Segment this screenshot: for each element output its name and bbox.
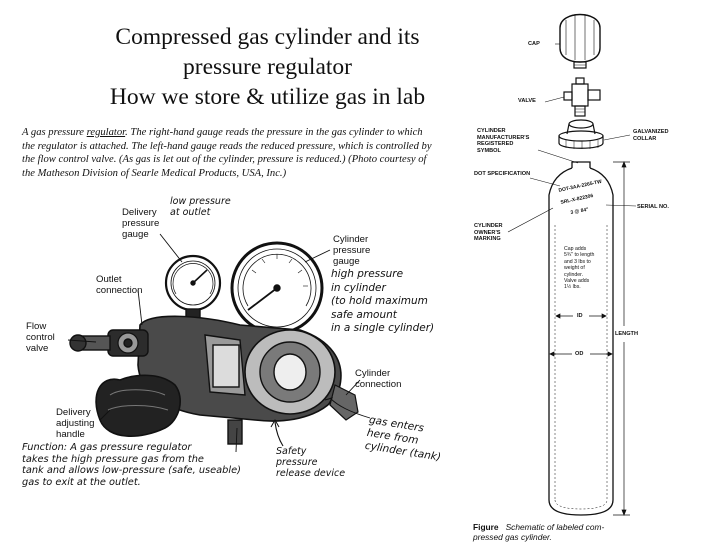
label-outer-diameter: OD <box>575 351 584 357</box>
label-flow-control-valve: Flow control valve <box>26 321 55 354</box>
handwritten-low-pressure: low pressure at outlet <box>170 196 231 218</box>
label-inner-diameter: ID <box>577 313 583 319</box>
regulator-illustration <box>67 233 371 453</box>
gas-cylinder-schematic <box>507 13 637 516</box>
label-outlet-connection: Outlet connection <box>96 274 143 296</box>
caption-body: . The right-hand gauge reads the pressur… <box>22 127 432 179</box>
regulator-pointer-lines <box>67 233 371 453</box>
title-line-1: Compressed gas cylinder and its <box>115 24 420 50</box>
handwritten-high-pressure: high pressure in cylinder (to hold maxim… <box>331 268 435 334</box>
regulator-caption: A gas pressure regulator. The right-hand… <box>22 126 432 180</box>
figure-caption: Figure Schematic of labeled com- pressed… <box>473 522 605 542</box>
label-dot-specification: DOT SPECIFICATION <box>474 171 531 177</box>
length-dimension <box>613 161 630 516</box>
figure-caption-label: Figure <box>473 522 499 532</box>
label-valve: VALVE <box>518 98 536 104</box>
label-delivery-adjusting-handle: Delivery adjusting handle <box>56 407 95 440</box>
diameter-dimensions <box>549 313 613 357</box>
caption-underlined-term: regulator <box>86 127 126 138</box>
label-manufacturer-symbol: CYLINDER MANUFACTURER'S REGISTERED SYMBO… <box>477 128 530 154</box>
label-delivery-pressure-gauge: Delivery pressure gauge <box>122 207 160 240</box>
label-cylinder-connection: Cylinder connection <box>355 368 402 390</box>
label-cylinder-pressure-gauge: Cylinder pressure gauge <box>333 234 371 267</box>
cylinder-cap <box>559 13 601 69</box>
delivery-adjusting-handle <box>95 374 181 437</box>
cylinder-note: Cap adds 5¾" to length and 3 lbs to weig… <box>564 246 595 291</box>
delivery-pressure-gauge <box>164 254 222 324</box>
regulator-body <box>137 315 342 422</box>
galvanized-collar <box>558 119 604 149</box>
cylinder-body <box>548 161 614 516</box>
figure-caption-text: Schematic of labeled com- pressed gas cy… <box>473 522 605 542</box>
label-serial-number: SERIAL NO. <box>637 204 669 210</box>
title-line-2: pressure regulator <box>183 54 352 80</box>
title-line-3: How we store & utilize gas in lab <box>109 84 426 110</box>
outlet-and-flow-valve <box>69 329 149 357</box>
label-owner-marking: CYLINDER OWNER'S MARKING <box>474 223 503 243</box>
handwritten-function-note: Function: A gas pressure regulator takes… <box>22 442 241 488</box>
slide-title: Compressed gas cylinder and its pressure… <box>70 22 465 112</box>
caption-lead: A gas pressure <box>22 127 87 138</box>
label-cap: CAP <box>528 41 540 47</box>
handwritten-safety-release: Safety pressure release device <box>276 446 346 479</box>
label-length: LENGTH <box>615 331 638 337</box>
label-galvanized-collar: GALVANIZED COLLAR <box>633 129 669 142</box>
cylinder-pointer-lines <box>507 43 637 233</box>
cylinder-valve <box>563 77 601 117</box>
